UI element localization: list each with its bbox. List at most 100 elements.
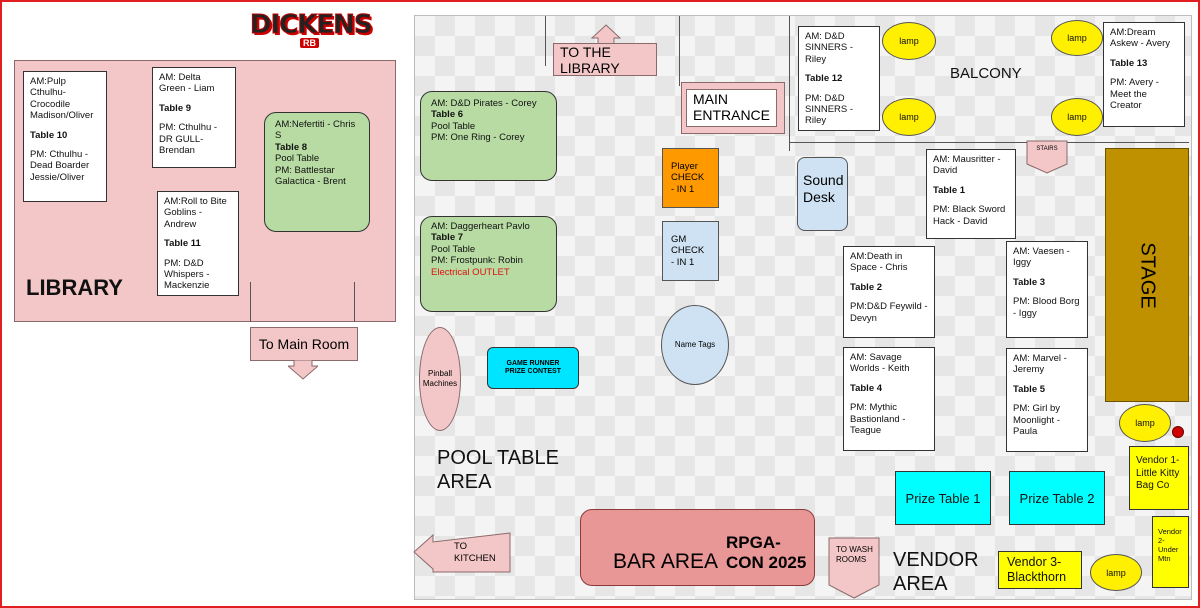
pinball-label: Pinball Machines <box>422 369 458 388</box>
table-6-card: AM: D&D Pirates - Corey Table 6 Pool Tab… <box>420 91 557 181</box>
game-runner-label: GAME RUNNER PRIZE CONTEST <box>504 359 561 375</box>
gm-checkin-desk: GM CHECK - IN 1 <box>662 221 719 281</box>
table-2-card: AM:Death in Space - Chris Table 2 PM:D&D… <box>843 246 935 338</box>
vendor-3: Vendor 3- Blackthorn <box>998 551 1082 589</box>
lamp-vendor: lamp <box>1090 554 1142 591</box>
table-10-pm: PM: Cthulhu - Dead Boarder Jessie/Oliver <box>30 148 90 183</box>
table-1-card: AM: Mausritter - David Table 1 PM: Black… <box>926 149 1016 239</box>
lamp-stage: lamp <box>1119 404 1171 442</box>
table-12-am: AM: D&D SINNERS - Riley <box>805 31 854 65</box>
vendor-3-label: Vendor 3- Blackthorn <box>1007 555 1067 584</box>
table-2-pm: PM:D&D Feywild - Devyn <box>850 301 928 324</box>
table-8-label: Table 8 <box>275 141 308 153</box>
table-7-am: AM: Daggerheart Pavlo <box>431 221 530 232</box>
table-8-card: AM:Nefertiti - Chris S Table 8 Pool Tabl… <box>264 112 370 232</box>
stairs-arrow-icon <box>1026 140 1068 174</box>
to-library-arrow[interactable]: TO THE LIBRARY <box>553 24 659 78</box>
table-2-label: Table 2 <box>850 281 883 293</box>
sound-desk: Sound Desk <box>797 157 848 231</box>
prize-table-1: Prize Table 1 <box>895 471 991 525</box>
table-7-card: AM: Daggerheart Pavlo Table 7 Pool Table… <box>420 216 557 312</box>
table-4-label: Table 4 <box>850 382 883 394</box>
library-door-right <box>354 282 355 322</box>
prize-table-2: Prize Table 2 <box>1009 471 1105 525</box>
wall-line-2 <box>679 16 680 86</box>
table-13-label: Table 13 <box>1110 57 1148 69</box>
bar-area-label: BAR AREA <box>613 550 719 573</box>
wall-line-3 <box>789 16 790 151</box>
stage: STAGE <box>1105 148 1189 402</box>
pinball-machines: Pinball Machines <box>419 327 461 431</box>
table-8-pm: PM: Battlestar Galactica - Brent <box>275 164 346 187</box>
table-11-card: AM:Roll to Bite Goblins - Andrew Table 1… <box>157 191 239 296</box>
table-13-pm: PM: Avery - Meet the Creator <box>1110 77 1159 111</box>
sound-desk-label: Sound Desk <box>803 172 844 205</box>
table-1-label: Table 1 <box>933 184 966 196</box>
to-library-label: TO THE LIBRARY <box>553 43 657 76</box>
lamp-balcony-4: lamp <box>1051 98 1103 136</box>
main-entrance[interactable]: MAIN ENTRANCE <box>681 82 785 134</box>
name-tags-label: Name Tags <box>674 339 716 349</box>
stage-label: STAGE <box>1136 241 1159 309</box>
rpga-con-label: RPGA-CON 2025 <box>726 533 807 573</box>
lamp-balcony-2: lamp <box>1051 20 1103 56</box>
electrical-outlet-note: Electrical OUTLET <box>431 266 510 278</box>
table-10-am: AM:Pulp Cthulhu-Crocodile Madison/Oliver <box>30 76 94 122</box>
table-7-label: Table 7 <box>431 232 464 244</box>
table-3-pm: PM: Blood Borg - Iggy <box>1013 296 1080 319</box>
dickens-logo: DICKENS RB <box>250 10 374 52</box>
table-8-sub: Pool Table <box>275 153 320 165</box>
logo-text: DICKENS <box>250 10 374 41</box>
table-1-am: AM: Mausritter - David <box>933 154 1001 177</box>
table-3-am: AM: Vaesen - Iggy <box>1013 246 1070 269</box>
table-12-card: AM: D&D SINNERS - Riley Table 12 PM: D&D… <box>798 26 880 131</box>
library-label: LIBRARY <box>26 275 123 300</box>
table-3-card: AM: Vaesen - Iggy Table 3 PM: Blood Borg… <box>1006 241 1088 338</box>
table-5-card: AM: Marvel - Jeremy Table 5 PM: Girl by … <box>1006 348 1088 452</box>
stairs-label: STAIRS <box>1036 146 1058 152</box>
to-main-room-label: To Main Room <box>250 327 358 361</box>
vendor-2: Vendor 2- Under Mtn <box>1152 516 1189 588</box>
stairs[interactable]: STAIRS <box>1026 140 1068 174</box>
table-1-pm: PM: Black Sword Hack - David <box>933 204 1006 227</box>
wall-line-1 <box>545 16 546 66</box>
table-6-label: Table 6 <box>431 109 464 121</box>
down-arrow-icon <box>828 537 880 599</box>
table-5-am: AM: Marvel - Jeremy <box>1013 353 1067 376</box>
red-marker-icon <box>1172 426 1184 438</box>
table-11-pm: PM: D&D Whispers - Mackenzie <box>164 257 210 292</box>
table-9-am: AM: Delta Green - Liam <box>159 72 215 95</box>
lamp-balcony-1: lamp <box>882 22 936 60</box>
table-6-pm: PM: One Ring - Corey <box>431 132 525 144</box>
table-9-pm: PM: Cthulhu -DR GULL- Brendan <box>159 122 218 156</box>
to-kitchen-arrow[interactable]: TO KITCHEN <box>413 532 511 574</box>
table-12-label: Table 12 <box>805 73 843 85</box>
name-tags: Name Tags <box>661 305 729 385</box>
balcony-label: BALCONY <box>950 65 1022 82</box>
balcony-wall <box>789 142 1189 143</box>
table-6-sub: Pool Table <box>431 120 476 132</box>
table-4-card: AM: Savage Worlds - Keith Table 4 PM: My… <box>843 347 935 451</box>
table-9-card: AM: Delta Green - Liam Table 9 PM: Cthul… <box>152 67 236 168</box>
to-main-room-arrow[interactable]: To Main Room <box>250 327 358 381</box>
vendor-area-label: VENDOR AREA <box>893 549 979 595</box>
main-entrance-label: MAIN ENTRANCE <box>686 89 777 127</box>
table-6-am: AM: D&D Pirates - Corey <box>431 98 537 109</box>
table-8-am: AM:Nefertiti - Chris S <box>275 119 356 142</box>
table-13-card: AM:Dream Askew - Avery Table 13 PM: Aver… <box>1103 22 1185 127</box>
table-4-pm: PM: Mythic Bastionland - Teague <box>850 402 906 436</box>
down-arrow-icon <box>288 360 318 380</box>
gm-checkin-label: GM CHECK - IN 1 <box>671 234 705 268</box>
to-washrooms-arrow[interactable]: TO WASH ROOMS <box>828 537 880 599</box>
left-arrow-icon <box>413 532 511 573</box>
to-washrooms-label: TO WASH ROOMS <box>836 545 873 565</box>
table-11-label: Table 11 <box>164 238 201 250</box>
table-11-am: AM:Roll to Bite Goblins - Andrew <box>164 196 227 230</box>
table-10-label: Table 10 <box>30 129 68 141</box>
table-3-label: Table 3 <box>1013 276 1046 288</box>
table-7-sub: Pool Table <box>431 243 476 255</box>
table-5-pm: PM: Girl by Moonlight - Paula <box>1013 403 1060 437</box>
player-checkin-desk: Player CHECK - IN 1 <box>662 148 719 208</box>
up-arrow-icon <box>591 24 621 44</box>
bar-area: BAR AREA RPGA-CON 2025 <box>580 509 815 586</box>
